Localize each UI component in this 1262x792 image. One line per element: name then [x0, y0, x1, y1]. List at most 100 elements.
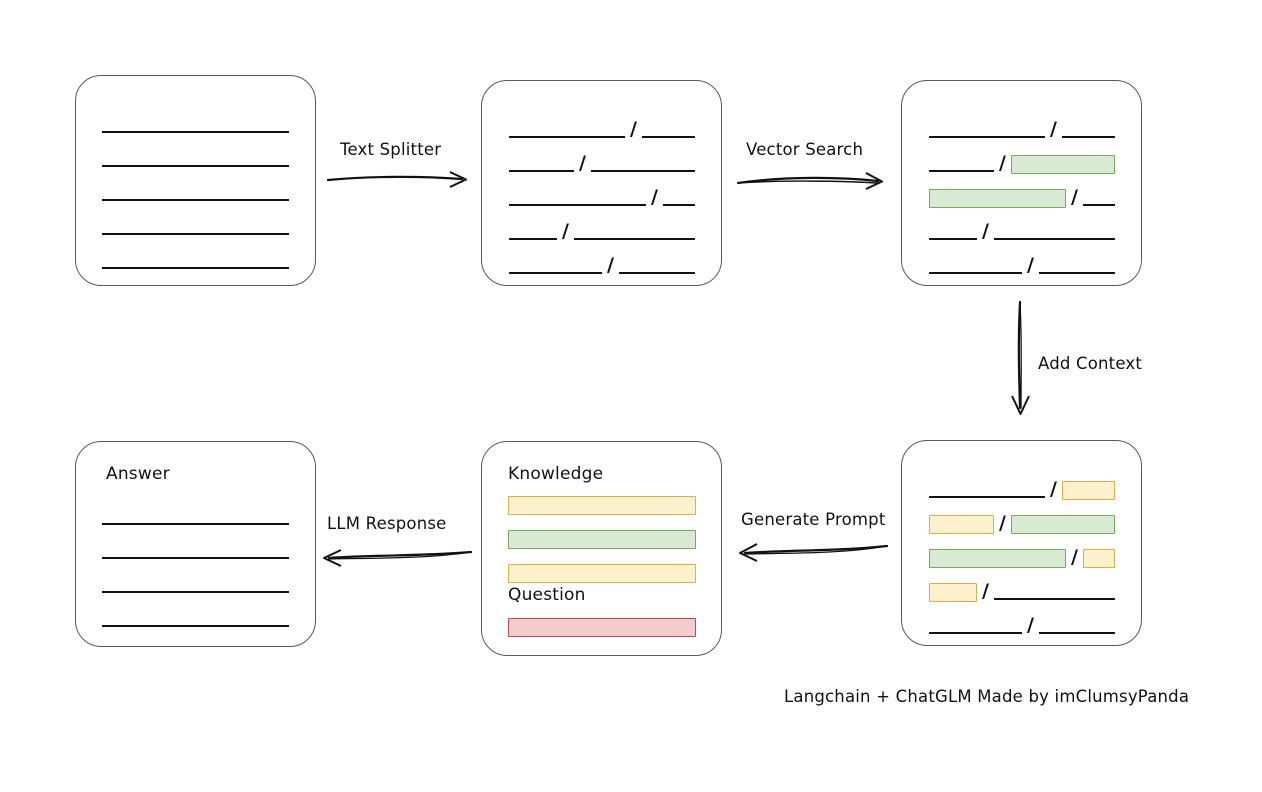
slash-separator: /: [1071, 185, 1078, 208]
node-answer-document[interactable]: Answer: [75, 441, 316, 647]
knowledge-bar: [508, 564, 696, 583]
text-line: /: [928, 581, 1115, 602]
slash-separator: /: [579, 151, 586, 174]
edge-llm-response-label: LLM Response: [327, 514, 447, 533]
text-underline: [102, 591, 289, 593]
edge-add-context-label: Add Context: [1038, 354, 1143, 373]
text-underline: [102, 233, 289, 235]
text-underline: [929, 238, 978, 240]
knowledge-label: Knowledge: [508, 464, 604, 484]
text-underline: [994, 598, 1115, 600]
text-underline: [102, 523, 289, 525]
text-underline: [994, 238, 1115, 240]
text-underline: [509, 170, 575, 172]
text-underline: [102, 625, 289, 627]
text-line: /: [928, 613, 1115, 636]
text-underline: [509, 238, 558, 240]
text-underline: [102, 267, 289, 269]
text-underline: [509, 136, 626, 138]
node-context-chunks[interactable]: / / / / /: [901, 440, 1142, 646]
arrow-left-icon: [323, 549, 473, 567]
edge-vector-search-label: Vector Search: [746, 140, 864, 159]
text-underline: [663, 204, 695, 206]
node-generated-prompt[interactable]: Knowledge Question: [481, 441, 722, 656]
highlight-chunk-green: [929, 548, 1067, 568]
slash-separator: /: [999, 151, 1006, 174]
text-underline: [619, 272, 695, 274]
text-line: [102, 610, 289, 628]
text-line: [102, 252, 289, 270]
text-underline: [591, 170, 695, 172]
edge-text-splitter-label: Text Splitter: [340, 140, 442, 159]
text-underline: [102, 131, 289, 133]
text-underline: [1083, 204, 1115, 206]
edge-generate-prompt-label: Generate Prompt: [741, 510, 886, 529]
text-underline: [929, 496, 1046, 498]
highlight-chunk-green: [1011, 154, 1115, 174]
edge-vector-search: Vector Search: [736, 140, 892, 190]
text-line: /: [508, 117, 695, 140]
knowledge-bar: [508, 496, 696, 515]
text-line: /: [508, 253, 695, 276]
vector-matches-lines: / / / / /: [928, 81, 1115, 285]
text-line: /: [928, 547, 1115, 568]
text-line: [102, 184, 289, 202]
arrow-right-icon: [736, 172, 883, 190]
node-split-chunks[interactable]: / / / / /: [481, 80, 722, 286]
text-underline: [929, 632, 1023, 634]
text-line: /: [928, 253, 1115, 276]
highlight-chunk-green: [1011, 514, 1115, 534]
text-line: [102, 116, 289, 134]
edge-text-splitter: Text Splitter: [326, 140, 476, 190]
text-line: [102, 150, 289, 168]
slash-separator: /: [651, 185, 658, 208]
text-line: [102, 576, 289, 594]
text-line: [102, 508, 289, 526]
text-line: /: [508, 185, 695, 208]
answer-lines: [102, 490, 289, 646]
highlight-chunk-yellow: [1062, 480, 1115, 500]
context-chunks-lines: / / / / /: [928, 441, 1115, 645]
slash-separator: /: [999, 511, 1006, 534]
slash-separator: /: [562, 219, 569, 242]
slash-separator: /: [982, 219, 989, 242]
text-line: /: [928, 117, 1115, 140]
text-line: /: [508, 151, 695, 174]
text-underline: [102, 557, 289, 559]
diagram-caption: Langchain + ChatGLM Made by imClumsyPand…: [784, 687, 1190, 706]
text-line: /: [508, 219, 695, 242]
edge-llm-response: LLM Response: [321, 514, 476, 567]
answer-label: Answer: [106, 464, 170, 484]
slash-separator: /: [1027, 253, 1034, 276]
text-underline: [1062, 136, 1115, 138]
text-line: /: [928, 477, 1115, 500]
edge-add-context: Add Context: [1000, 300, 1160, 420]
node-vector-matched-chunks[interactable]: / / / / /: [901, 80, 1142, 286]
text-underline: [574, 238, 695, 240]
slash-separator: /: [1050, 117, 1057, 140]
text-underline: [929, 136, 1046, 138]
knowledge-bar: [508, 530, 696, 549]
text-underline: [642, 136, 695, 138]
highlight-chunk-yellow: [929, 582, 978, 602]
text-line: /: [928, 511, 1115, 534]
arrow-left-icon: [739, 543, 889, 562]
question-bar: [508, 618, 696, 637]
text-underline: [1039, 272, 1115, 274]
node-source-document[interactable]: [75, 75, 316, 286]
split-chunks-lines: / / / / /: [508, 81, 695, 285]
slash-separator: /: [607, 253, 614, 276]
slash-separator: /: [1050, 477, 1057, 500]
arrow-right-icon: [326, 171, 467, 188]
highlight-chunk-green: [929, 188, 1067, 208]
text-underline: [509, 272, 603, 274]
text-line: [102, 542, 289, 560]
question-label: Question: [508, 585, 586, 605]
slash-separator: /: [630, 117, 637, 140]
highlight-chunk-yellow: [1083, 548, 1115, 568]
edge-generate-prompt: Generate Prompt: [737, 510, 892, 562]
slash-separator: /: [1027, 613, 1034, 636]
text-line: /: [928, 185, 1115, 208]
text-underline: [509, 204, 647, 206]
text-line: [102, 218, 289, 236]
